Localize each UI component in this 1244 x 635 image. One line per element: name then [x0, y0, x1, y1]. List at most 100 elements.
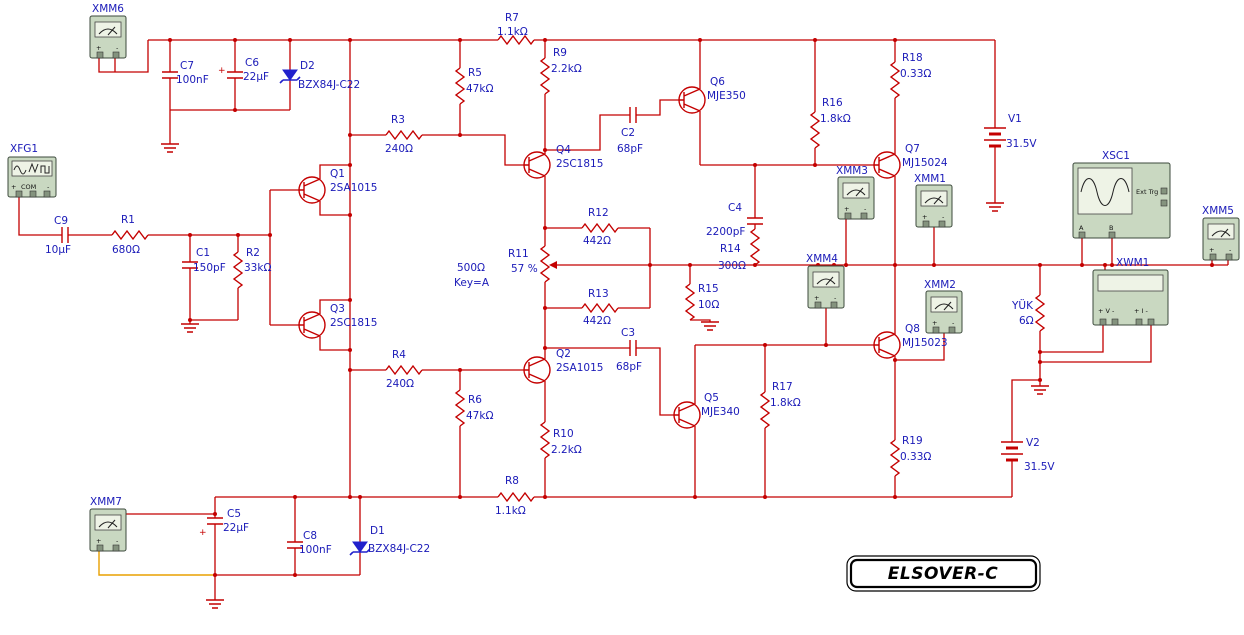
value-V1: 31.5V [1006, 138, 1037, 150]
label-R19: R19 [902, 435, 923, 447]
component-R1[interactable] [111, 229, 149, 241]
label-R6: R6 [468, 394, 482, 406]
component-R9[interactable] [539, 57, 551, 95]
pot-wiper-arrow [549, 261, 557, 269]
component-V1-battery[interactable] [984, 127, 1006, 148]
component-R5[interactable] [454, 67, 466, 105]
label-YUK: YÜK [1011, 299, 1034, 312]
label-XMM5: XMM5 [1202, 205, 1234, 217]
label-Q8: Q8 [905, 323, 920, 335]
triangle-wave-icon [28, 162, 39, 174]
component-R3[interactable] [385, 129, 423, 141]
value-R15: 10Ω [698, 299, 719, 311]
component-Q7-transistor[interactable] [873, 151, 901, 179]
instrument-XMM3-multimeter[interactable] [837, 176, 875, 220]
component-V2-battery[interactable] [1001, 441, 1023, 462]
component-C4[interactable] [747, 217, 763, 225]
component-R15[interactable] [684, 283, 696, 321]
component-R6[interactable] [454, 389, 466, 427]
value-R9: 2.2kΩ [551, 63, 582, 75]
component-C1[interactable] [182, 261, 198, 269]
label-C6: C6 [245, 57, 259, 69]
label-R14: R14 [720, 243, 741, 255]
component-Q5-transistor[interactable] [673, 401, 701, 429]
label-Q2: Q2 [556, 348, 571, 360]
label-R16: R16 [822, 97, 843, 109]
instrument-XFG1-function-generator[interactable]: + COM - [7, 156, 57, 198]
instrument-XMM7-multimeter[interactable] [89, 508, 127, 552]
component-R16[interactable] [809, 111, 821, 149]
component-C5[interactable] [207, 517, 223, 525]
component-Q1-transistor[interactable] [298, 176, 326, 204]
value-C3: 68pF [616, 361, 642, 373]
wire-net[interactable] [18, 39, 1229, 600]
component-R10[interactable] [539, 421, 551, 459]
label-XMM4: XMM4 [806, 253, 838, 265]
component-Q3-transistor[interactable] [298, 311, 326, 339]
component-R19[interactable] [889, 439, 901, 477]
component-C7[interactable] [162, 71, 178, 79]
value-C2: 68pF [617, 143, 643, 155]
label-C8: C8 [303, 530, 317, 542]
component-R14[interactable] [749, 228, 761, 266]
component-Q2-transistor[interactable] [523, 356, 551, 384]
component-R18[interactable] [889, 61, 901, 99]
label-Q7: Q7 [905, 143, 920, 155]
component-C3[interactable] [629, 340, 637, 356]
component-C9[interactable] [61, 227, 69, 243]
component-C2[interactable] [629, 107, 637, 123]
component-R13[interactable] [581, 302, 619, 314]
xfg1-com-terminal-label: COM [21, 183, 36, 191]
key-R11: Key=A [454, 277, 490, 289]
component-R8[interactable] [497, 491, 535, 503]
ground-symbols[interactable] [161, 143, 1049, 609]
polarity-C6: + [218, 66, 226, 76]
probe-wire-orange[interactable] [98, 551, 215, 576]
label-R3: R3 [391, 114, 405, 126]
value-R14: 300Ω [718, 260, 746, 272]
label-R13: R13 [588, 288, 609, 300]
component-C8[interactable] [287, 541, 303, 549]
component-Q6-transistor[interactable] [678, 86, 706, 114]
label-R8: R8 [505, 475, 519, 487]
label-XMM6: XMM6 [92, 3, 124, 15]
value-YUK: 6Ω [1019, 315, 1034, 327]
value-R16: 1.8kΩ [820, 113, 851, 125]
label-C9: C9 [54, 215, 68, 227]
schematic-title: ELSOVER-C [888, 564, 998, 584]
instrument-XMM6-multimeter[interactable] [89, 15, 127, 59]
value-R13: 442Ω [583, 315, 611, 327]
label-R9: R9 [553, 47, 567, 59]
component-D1-zener[interactable] [349, 541, 371, 556]
instrument-XMM2-multimeter[interactable] [925, 290, 963, 334]
instrument-XSC1-oscilloscope[interactable]: Ext Trg A B [1072, 162, 1171, 239]
component-C6[interactable] [227, 71, 243, 79]
label-R17: R17 [772, 381, 793, 393]
instrument-XMM5-multimeter[interactable] [1202, 217, 1240, 261]
value-R3: 240Ω [385, 143, 413, 155]
component-R2[interactable] [232, 251, 244, 289]
value-R11: 500Ω [457, 262, 485, 274]
instrument-XMM1-multimeter[interactable] [915, 184, 953, 228]
label-C4: C4 [728, 202, 742, 214]
component-Q4-transistor[interactable] [523, 151, 551, 179]
label-XMM3: XMM3 [836, 165, 868, 177]
value-R17: 1.8kΩ [770, 397, 801, 409]
label-C1: C1 [196, 247, 210, 259]
component-YUK-load[interactable] [1034, 294, 1046, 332]
label-Q5: Q5 [704, 392, 719, 404]
value-Q5: MJE340 [701, 406, 740, 418]
component-R4[interactable] [385, 364, 423, 376]
component-Q8-transistor[interactable] [873, 331, 901, 359]
component-D2-zener[interactable] [279, 69, 301, 84]
instrument-XMM4-multimeter[interactable] [807, 265, 845, 309]
component-R12[interactable] [581, 222, 619, 234]
instrument-XWM1-wattmeter[interactable]: + V - + I - [1092, 269, 1169, 326]
junction-dots [168, 38, 1214, 577]
label-R18: R18 [902, 52, 923, 64]
component-R7[interactable] [497, 34, 535, 46]
component-R11-potentiometer[interactable] [539, 245, 557, 283]
value-Q6: MJE350 [707, 90, 746, 102]
component-R17[interactable] [759, 391, 771, 429]
